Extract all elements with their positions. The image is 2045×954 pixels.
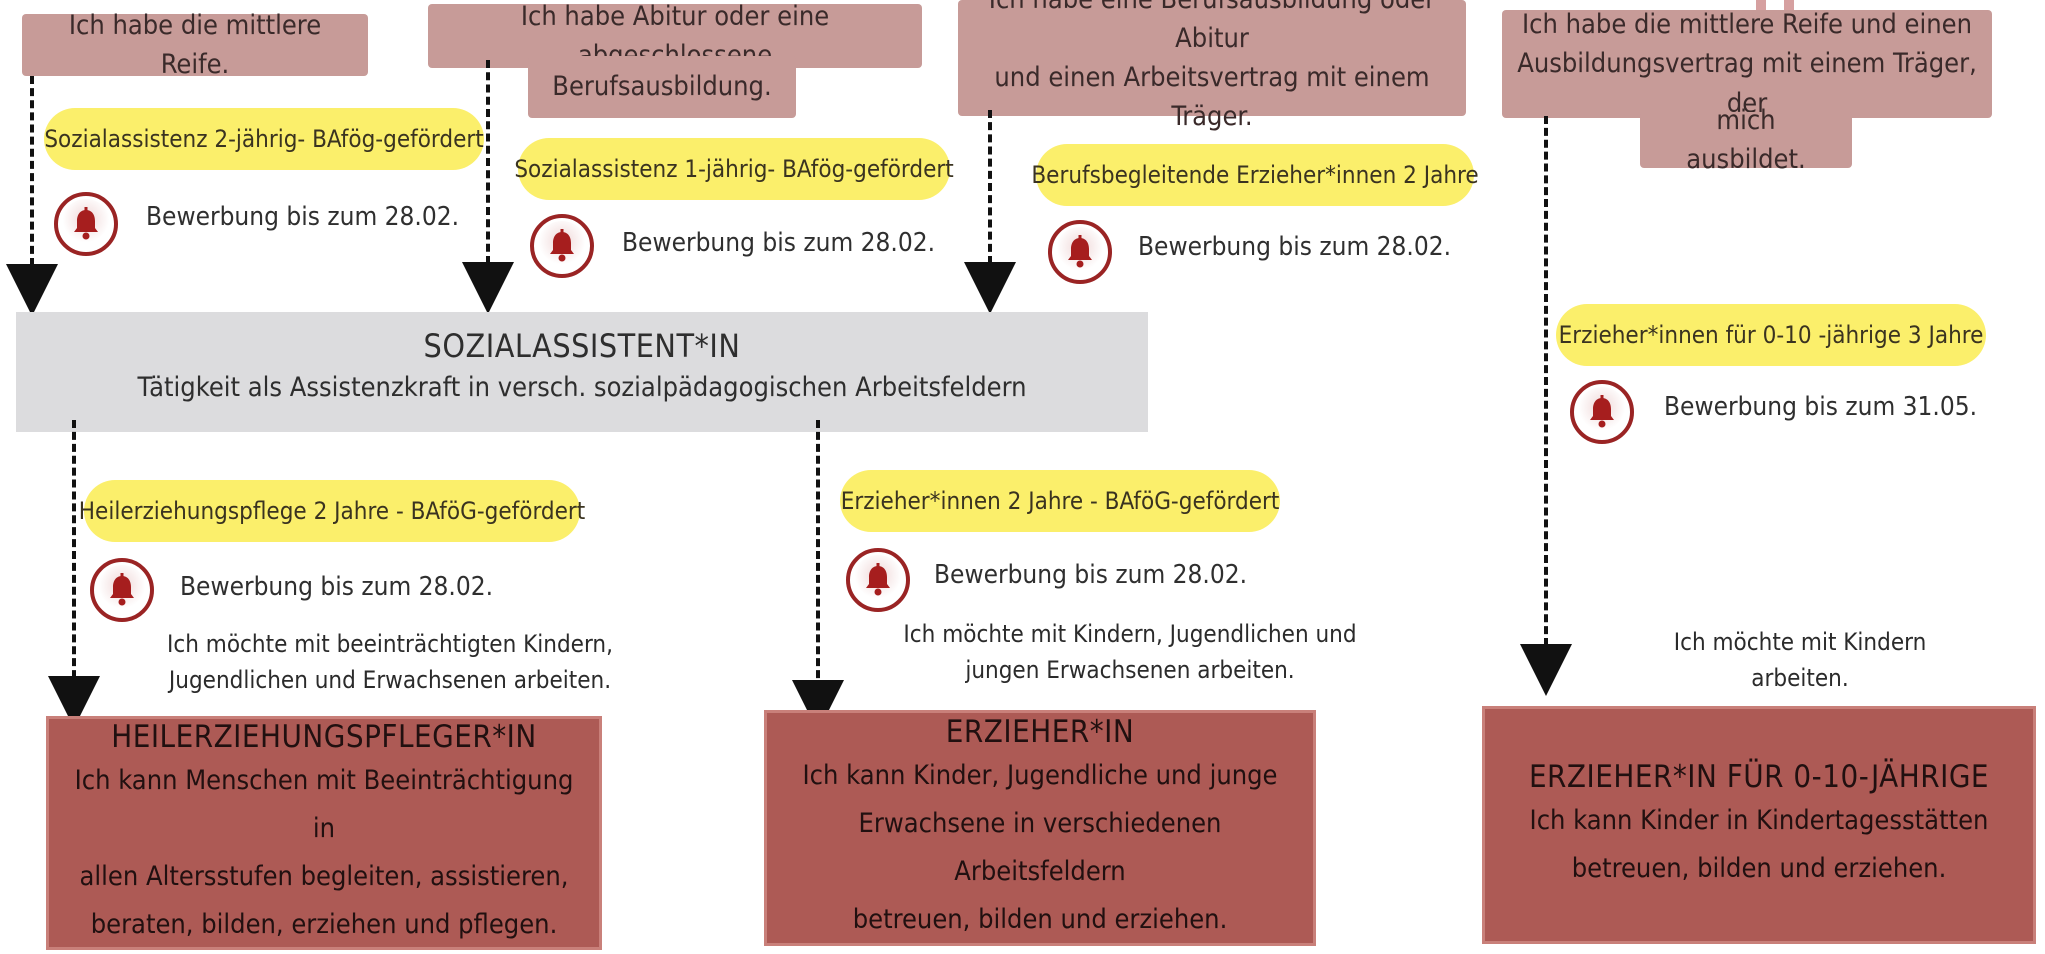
arrow-head	[964, 262, 1016, 314]
decorative-strip	[1756, 0, 1766, 12]
deadline-text: Bewerbung bis zum 28.02.	[1138, 232, 1452, 262]
alarm-bell-icon	[1048, 220, 1112, 284]
arrow-head	[6, 264, 58, 316]
requirement-berufsausbildung-vertrag: Ich habe eine Berufsausbildung oder Abit…	[958, 0, 1466, 132]
connector-line	[72, 420, 76, 690]
wish-erzieher: Ich möchte mit Kindern, Jugendlichen und…	[903, 620, 1357, 684]
deadline-text: Bewerbung bis zum 28.02.	[934, 560, 1248, 590]
requirement-abitur-line2: Berufsausbildung.	[528, 56, 796, 118]
deadline-text: Bewerbung bis zum 28.02.	[180, 572, 494, 602]
outcome-erzieher-0-10: ERZIEHER*IN FÜR 0-10-JÄHRIGE Ich kann Ki…	[1482, 706, 2036, 944]
program-sozialassistenz-2: Sozialassistenz 2-jährig- BAfög-geförder…	[44, 108, 484, 170]
deadline-text: Bewerbung bis zum 28.02.	[622, 228, 936, 258]
arrow-head	[1520, 644, 1572, 696]
alarm-bell-icon	[530, 214, 594, 278]
alarm-bell-icon	[54, 192, 118, 256]
alarm-bell-icon	[846, 548, 910, 612]
outcome-title: ERZIEHER*IN FÜR 0-10-JÄHRIGE	[1528, 758, 1990, 795]
deadline-text: Bewerbung bis zum 31.05.	[1664, 392, 1978, 422]
wish-kinder: Ich möchte mit Kindern arbeiten.	[1673, 628, 1927, 692]
requirement-mittlere-reife: Ich habe die mittlere Reife.	[22, 10, 368, 80]
alarm-bell-icon	[90, 558, 154, 622]
deadline-text: Bewerbung bis zum 28.02.	[146, 202, 460, 232]
requirement-mittlere-reife-vertrag-line3: mich ausbildet.	[1640, 105, 1852, 175]
outcome-title: HEILERZIEHUNGSPFLEGER*IN	[111, 718, 537, 755]
outcome-heilerziehungspfleger: HEILERZIEHUNGSPFLEGER*IN Ich kann Mensch…	[46, 716, 602, 950]
program-erzieher-2: Erzieher*innen 2 Jahre - BAföG-gefördert	[840, 470, 1280, 532]
program-sozialassistenz-1: Sozialassistenz 1-jährig- BAfög-geförder…	[514, 138, 954, 200]
connector-line	[486, 60, 490, 264]
alarm-bell-icon	[1570, 380, 1634, 444]
arrow-head	[462, 262, 514, 314]
program-heilerziehungspflege: Heilerziehungspflege 2 Jahre - BAföG-gef…	[79, 480, 585, 542]
program-berufsbegleitend: Berufsbegleitende Erzieher*innen 2 Jahre	[1031, 144, 1479, 206]
connector-line	[30, 76, 34, 266]
wish-heilerziehung: Ich möchte mit beeinträchtigten Kindern,…	[167, 630, 613, 694]
requirement-mittlere-reife-vertrag: Ich habe die mittlere Reife und einen Au…	[1502, 9, 1992, 119]
outcome-title: ERZIEHER*IN	[945, 713, 1135, 750]
sozialassistent-box: SOZIALASSISTENT*IN Tätigkeit als Assiste…	[16, 312, 1148, 432]
decorative-strip	[1784, 0, 1794, 12]
connector-line	[816, 420, 820, 690]
sozialassistent-title: SOZIALASSISTENT*IN	[423, 327, 741, 365]
outcome-erzieher: ERZIEHER*IN Ich kann Kinder, Jugendliche…	[764, 710, 1316, 946]
program-erzieher-0-10: Erzieher*innen für 0-10 -jährige 3 Jahre	[1556, 304, 1986, 366]
connector-line	[988, 110, 992, 264]
connector-line	[1544, 116, 1548, 646]
sozialassistent-subtitle: Tätigkeit als Assistenzkraft in versch. …	[137, 371, 1027, 403]
